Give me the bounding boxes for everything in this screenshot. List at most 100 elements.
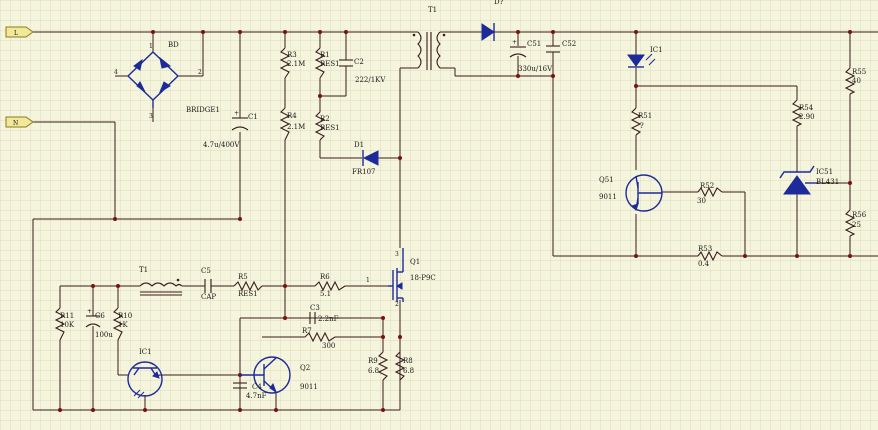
r56-ref: R56 bbox=[852, 211, 867, 219]
c2-value: 222/1KV bbox=[355, 76, 386, 84]
r7-value: 300 bbox=[322, 342, 335, 350]
c2-ref: C2 bbox=[354, 58, 364, 66]
resistor-r56: R56 25 bbox=[844, 209, 867, 237]
q2-ref: Q2 bbox=[300, 364, 310, 372]
d1-ref: D1 bbox=[354, 141, 364, 149]
r55-value: 40 bbox=[852, 77, 861, 85]
q1-pin-drain: 3 bbox=[395, 251, 399, 258]
r11-value: 10K bbox=[60, 321, 75, 329]
r3-value: 2.1M bbox=[287, 60, 305, 68]
c5-ref: C5 bbox=[201, 267, 211, 275]
q1-pin-source: 2 bbox=[395, 301, 399, 308]
capacitor-c3: C3 2.2nF bbox=[305, 304, 339, 324]
r11-ref: R11 bbox=[60, 312, 74, 320]
resistor-r54: R54 2.90 bbox=[791, 99, 815, 127]
r54-value: 2.90 bbox=[799, 113, 815, 121]
port-neutral: N bbox=[5, 116, 34, 128]
r51-ref: R51 bbox=[638, 112, 652, 120]
r5-ref: R5 bbox=[238, 273, 248, 281]
resistor-r11: R11 10K bbox=[54, 307, 75, 341]
r5-value: RES1 bbox=[238, 290, 258, 298]
bridge-pin3: 3 bbox=[149, 113, 153, 120]
q1-pin-gate: 1 bbox=[366, 277, 370, 284]
r1-ref: R1 bbox=[320, 51, 330, 59]
r2-value: RES1 bbox=[320, 124, 340, 132]
bridge-ref: BD bbox=[168, 41, 179, 49]
transistor-q2: Q2 9011 bbox=[240, 356, 318, 394]
led-ic1-ref: IC1 bbox=[650, 46, 663, 54]
r3-ref: R3 bbox=[287, 51, 297, 59]
bridge-value: BRIDGE1 bbox=[186, 106, 220, 114]
q51-ref: Q51 bbox=[599, 176, 614, 184]
r52-ref: R52 bbox=[700, 182, 714, 190]
resistor-r1: R1 RES1 bbox=[314, 47, 340, 79]
capacitor-c2: C2 222/1KV bbox=[339, 58, 386, 84]
port-line-label: L bbox=[14, 30, 18, 37]
led-ic1: IC1 bbox=[627, 46, 663, 68]
output-diode-ref: D? bbox=[494, 0, 504, 6]
c51-ref: C51 bbox=[527, 40, 541, 48]
resistor-r10: R10 1K bbox=[112, 307, 132, 341]
transformer-t1-aux: T1 bbox=[139, 266, 183, 296]
resistor-r8: R8 6.8 bbox=[394, 351, 414, 410]
c6-ref: C6 bbox=[95, 312, 105, 320]
t1-main-ref: T1 bbox=[428, 6, 437, 14]
r9-ref: R9 bbox=[368, 357, 378, 365]
resistor-r4: R4 2.1M bbox=[279, 107, 305, 141]
r7-ref: R7 bbox=[302, 327, 312, 335]
bridge-rectifier: BD BRIDGE1 4 2 1 3 bbox=[114, 41, 220, 120]
r1-value: RES1 bbox=[320, 60, 340, 68]
resistor-r7: R7 300 bbox=[302, 327, 335, 350]
resistor-r53: R53 0.4 bbox=[697, 245, 723, 268]
resistor-r55: R55 40 bbox=[844, 67, 866, 95]
r10-value: 1K bbox=[118, 321, 128, 329]
r54-ref: R54 bbox=[799, 104, 814, 112]
t1-aux-ref: T1 bbox=[139, 266, 148, 274]
q2-value: 9011 bbox=[300, 383, 318, 391]
port-line: L bbox=[5, 26, 34, 38]
r8-ref: R8 bbox=[403, 357, 413, 365]
r55-ref: R55 bbox=[852, 68, 866, 76]
c6-value: 100u bbox=[95, 331, 113, 339]
r53-ref: R53 bbox=[698, 245, 712, 253]
r4-value: 2.1M bbox=[287, 123, 305, 131]
r9-value: 6.8 bbox=[368, 367, 379, 375]
c4-value: 4.7nF bbox=[246, 392, 267, 400]
r51-value: ? bbox=[640, 122, 644, 130]
capacitor-c5: C5 CAP bbox=[200, 267, 216, 301]
r10-ref: R10 bbox=[118, 312, 132, 320]
c52-ref: C52 bbox=[562, 40, 576, 48]
resistor-r6: R6 5.1 bbox=[314, 273, 346, 298]
junction-dots bbox=[58, 30, 852, 412]
r56-value: 25 bbox=[852, 221, 861, 229]
r53-value: 0.4 bbox=[698, 260, 710, 268]
c3-value: 2.2nF bbox=[318, 315, 339, 323]
bridge-pin2: 2 bbox=[198, 69, 202, 76]
capacitor-c51: + C51 330u/16V bbox=[509, 39, 553, 73]
svg-text:+: + bbox=[234, 110, 239, 117]
transformer-t1: T1 bbox=[412, 6, 446, 70]
c3-ref: C3 bbox=[310, 304, 320, 312]
svg-text:+: + bbox=[87, 308, 92, 315]
port-neutral-label: N bbox=[13, 120, 18, 127]
bridge-pin1: 1 bbox=[149, 43, 153, 50]
resistor-r5: R5 RES1 bbox=[233, 273, 263, 298]
c4-ref: C4 bbox=[252, 383, 262, 391]
r4-ref: R4 bbox=[287, 112, 297, 120]
resistor-r52: R52 30 bbox=[697, 182, 723, 205]
ic51-ref: IC51 bbox=[816, 168, 833, 176]
c1-value: 4.7u/400V bbox=[203, 141, 240, 149]
r2-ref: R2 bbox=[320, 115, 330, 123]
capacitor-c1: + C1 4.7u/400V bbox=[203, 110, 258, 149]
bridge-pin4: 4 bbox=[114, 69, 118, 76]
r6-ref: R6 bbox=[320, 273, 330, 281]
q51-value: 9011 bbox=[599, 193, 617, 201]
r6-value: 5.1 bbox=[320, 290, 331, 298]
resistor-r3: R3 2.1M bbox=[279, 47, 305, 79]
ic51-value: BL431 bbox=[816, 178, 839, 186]
optocoupler-ic1: IC1 bbox=[127, 348, 163, 399]
q1-value: 18-P9C bbox=[410, 274, 436, 282]
resistor-r51: R51 ? bbox=[630, 107, 652, 136]
